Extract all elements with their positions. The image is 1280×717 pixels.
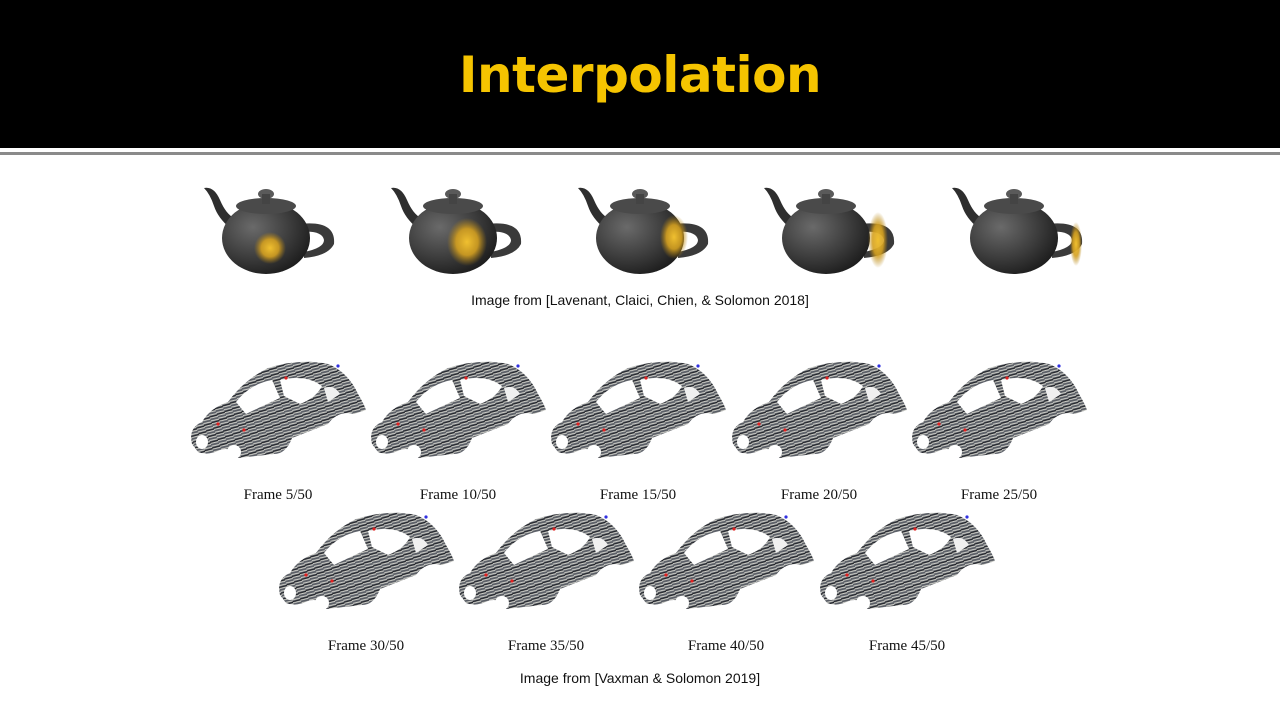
- frame-label: Frame 20/50: [780, 487, 858, 503]
- teapot-image: [574, 182, 714, 278]
- car-frame-image: [548, 358, 728, 468]
- teapot-image: [760, 182, 900, 278]
- teapot-caption: Image from [Lavenant, Claici, Chien, & S…: [471, 292, 809, 308]
- car-frame-image: [909, 358, 1089, 468]
- teapot-image: [948, 182, 1088, 278]
- car-frame-image: [276, 509, 456, 619]
- teapot-image: [387, 182, 527, 278]
- frame-label: Frame 45/50: [868, 638, 946, 654]
- car-frame-image: [636, 509, 816, 619]
- car-frame-image: [188, 358, 368, 468]
- frame-label: Frame 40/50: [687, 638, 765, 654]
- teapot-image: [200, 182, 340, 278]
- header-divider: [0, 152, 1280, 155]
- slide-title: Interpolation: [458, 46, 822, 104]
- frame-label: Frame 25/50: [960, 487, 1038, 503]
- frame-label: Frame 15/50: [599, 487, 677, 503]
- frame-label: Frame 30/50: [327, 638, 405, 654]
- car-frame-image: [729, 358, 909, 468]
- frame-label: Frame 5/50: [243, 487, 313, 503]
- frame-label: Frame 35/50: [507, 638, 585, 654]
- frame-label: Frame 10/50: [419, 487, 497, 503]
- slide-header: Interpolation: [0, 0, 1280, 148]
- car-frame-image: [368, 358, 548, 468]
- car-caption: Image from [Vaxman & Solomon 2019]: [519, 670, 761, 686]
- car-frame-image: [817, 509, 997, 619]
- car-frame-image: [456, 509, 636, 619]
